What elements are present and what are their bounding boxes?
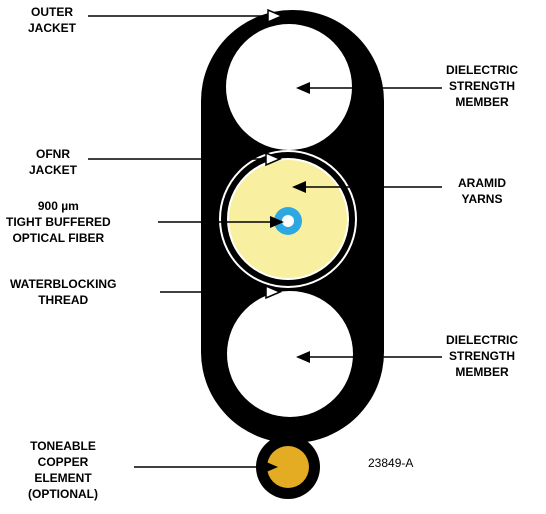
fiber-core [282,215,294,227]
label-strength-member-top: DIELECTRIC STRENGTH MEMBER [446,63,518,109]
arrowhead-copper [264,461,278,473]
strength-member-bottom [227,291,353,417]
strength-member-top [226,24,352,150]
label-ofnr-jacket: OFNR JACKET [29,147,78,177]
arrowhead-aramid [292,181,306,193]
label-outer-jacket: OUTER JACKET [28,5,77,35]
label-strength-member-bottom: DIELECTRIC STRENGTH MEMBER [446,333,518,379]
arrowhead-waterblocking [265,284,282,300]
arrowhead-ofnr-jacket [265,151,282,167]
label-toneable-copper: TONEABLE COPPER ELEMENT (OPTIONAL) [28,439,98,501]
label-tight-buffered-fiber: 900 µm TIGHT BUFFERED OPTICAL FIBER [6,199,111,245]
arrowhead-strength-top [296,82,310,94]
ofnr-jacket-ring [219,150,357,288]
figure-id: 23849-A [368,456,414,470]
arrowhead-strength-bottom [296,351,310,363]
copper-element [267,446,309,488]
arrowhead-fiber [270,216,284,228]
label-aramid-yarns: ARAMID YARNS [458,176,506,206]
arrowhead-outer-jacket [267,8,284,24]
label-waterblocking-thread: WATERBLOCKING THREAD [10,277,117,307]
